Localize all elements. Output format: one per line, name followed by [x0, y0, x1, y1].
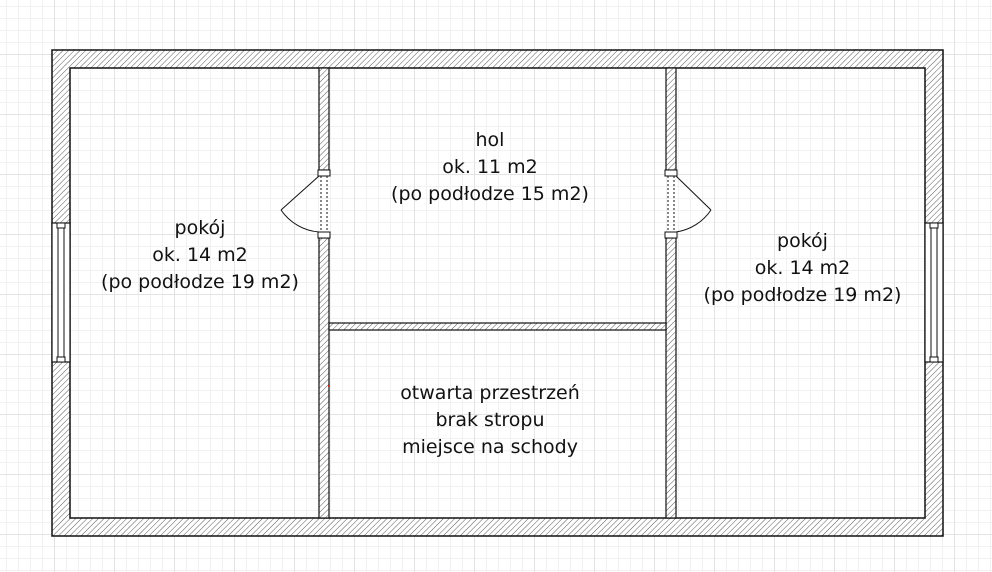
- marker-dot: [328, 385, 330, 387]
- room-name: hol: [475, 129, 505, 151]
- room-label-left: pokój ok. 14 m2 (po podłodze 19 m2): [95, 215, 305, 296]
- room-label-right: pokój ok. 14 m2 (po podłodze 19 m2): [695, 228, 910, 309]
- room-area: ok. 11 m2: [442, 156, 538, 178]
- room-name: pokój: [174, 217, 226, 239]
- room-floor-area: (po podłodze 15 m2): [391, 183, 589, 205]
- open-space-line: brak stropu: [435, 409, 545, 431]
- room-name: pokój: [777, 230, 828, 252]
- open-space-line: miejsce na schody: [402, 436, 578, 458]
- door-right: [664, 169, 712, 239]
- open-space-line: otwarta przestrzeń: [400, 382, 580, 404]
- door-left: [280, 169, 331, 239]
- room-area: ok. 14 m2: [754, 257, 851, 279]
- room-floor-area: (po podłodze 19 m2): [101, 271, 299, 293]
- room-label-hall: hol ok. 11 m2 (po podłodze 15 m2): [375, 127, 605, 208]
- open-space-label: otwarta przestrzeń brak stropu miejsce n…: [375, 380, 605, 461]
- outer-wall: [51, 49, 944, 537]
- window-right: [924, 222, 944, 363]
- room-area: ok. 14 m2: [152, 244, 248, 266]
- window-left: [51, 222, 71, 363]
- room-floor-area: (po podłodze 19 m2): [703, 284, 902, 306]
